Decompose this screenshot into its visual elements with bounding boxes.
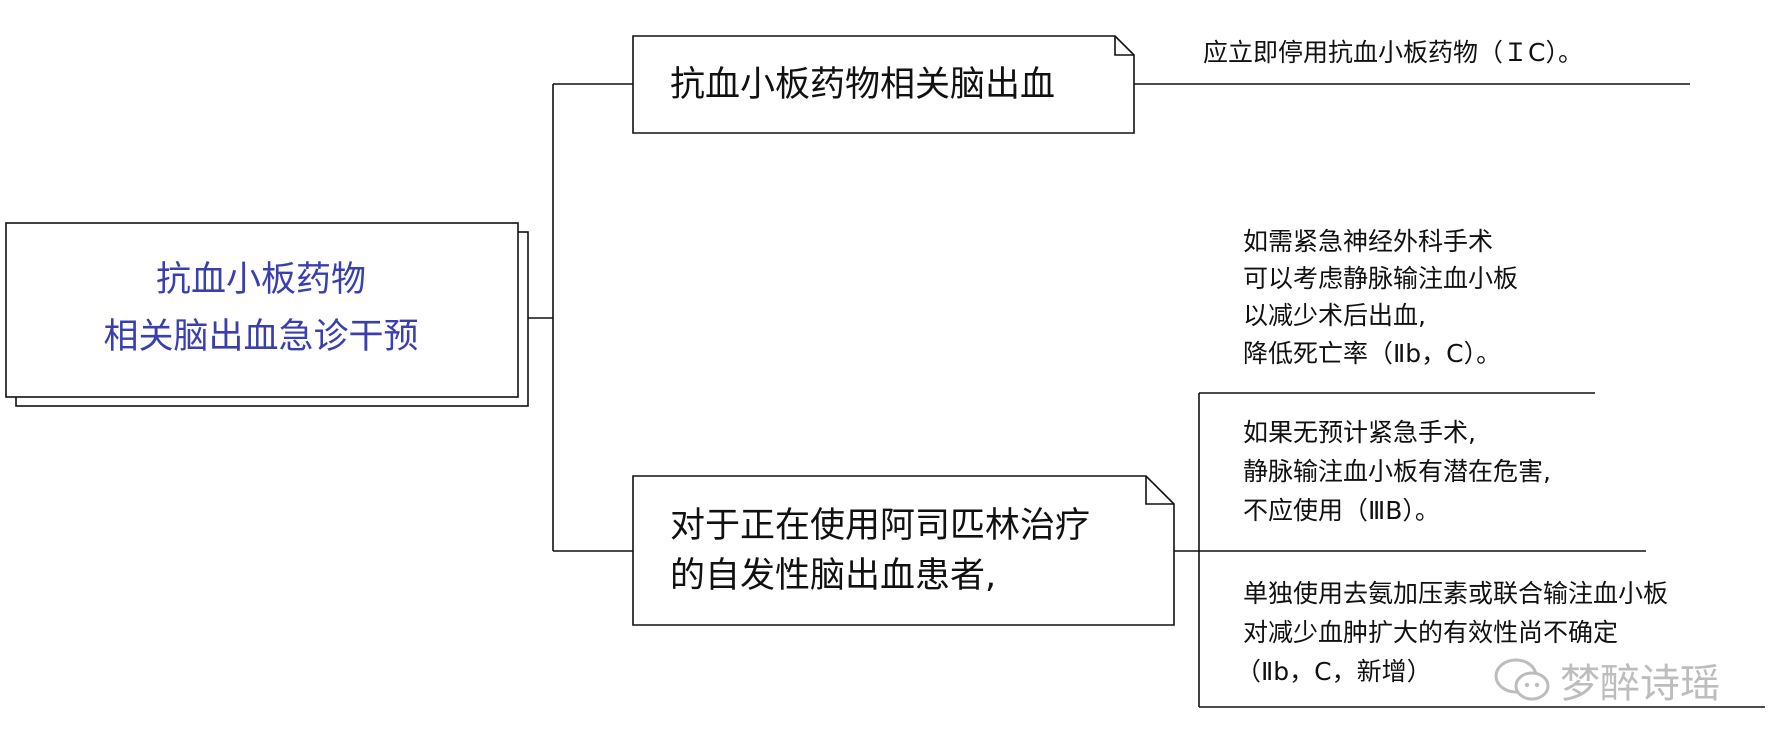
root-connectors [528, 83, 633, 552]
leaf-c-line3: （Ⅱb，C，新增） [1236, 657, 1432, 686]
root-title-line2: 相关脑出血急诊干预 [103, 317, 419, 357]
leaf-b-line3: 不应使用（ⅢB）。 [1243, 496, 1440, 525]
node2-leaf-connectors [1174, 392, 1765, 708]
node1-label: 抗血小板药物相关脑出血 [670, 65, 1056, 105]
wechat-icon [1494, 658, 1550, 701]
root-box [5, 222, 519, 398]
leaf-a-line3: 以减少术后出血, [1243, 301, 1426, 330]
leaf-a-line1: 如需紧急神经外科手术 [1243, 227, 1494, 256]
leaf-b-line2: 静脉输注血小板有潜在危害, [1243, 457, 1551, 486]
root-title-line1: 抗血小板药物 [155, 260, 366, 300]
node2-label-line2: 的自发性脑出血患者, [670, 556, 997, 596]
node1-box [632, 35, 1135, 134]
leaf-a-line4: 降低死亡率（Ⅱb，C）。 [1243, 339, 1502, 368]
node2-box [632, 475, 1175, 626]
leaf-b-line1: 如果无预计紧急手术, [1243, 418, 1476, 447]
node1-leaf-text: 应立即停用抗血小板药物（ＩC）。 [1203, 38, 1583, 67]
leaf-c-line1: 单独使用去氨加压素或联合输注血小板 [1243, 579, 1669, 608]
watermark-text: 梦醉诗瑶 [1560, 661, 1720, 707]
leaf-c-line2: 对减少血肿扩大的有效性尚不确定 [1243, 618, 1619, 647]
leaf-a-line2: 可以考虑静脉输注血小板 [1243, 264, 1519, 293]
watermark: 梦醉诗瑶 [1492, 650, 1720, 710]
node2-label-line1: 对于正在使用阿司匹林治疗 [670, 506, 1091, 546]
